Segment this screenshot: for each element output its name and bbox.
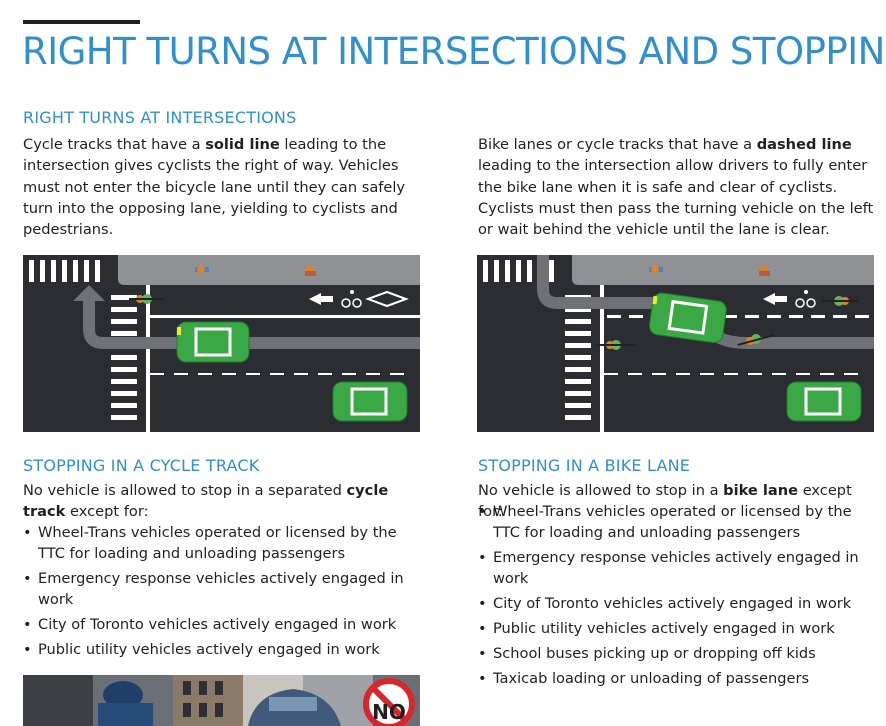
list-item: Emergency response vehicles actively eng…	[478, 547, 863, 590]
solid-line-paragraph: Cycle tracks that have a solid line lead…	[23, 136, 406, 239]
solid-line-diagram	[23, 255, 420, 432]
top-rule	[23, 20, 140, 24]
section-heading-right-turns: RIGHT TURNS AT INTERSECTIONS	[23, 108, 297, 127]
list-item: Public utility vehicles actively engaged…	[23, 639, 408, 661]
dashed-line-term: dashed line	[756, 136, 852, 153]
section-heading-bike-lane: STOPPING IN A BIKE LANE	[478, 456, 691, 475]
solid-line-term: solid line	[205, 136, 280, 153]
list-item: Taxicab loading or unloading of passenge…	[478, 668, 863, 690]
section-heading-cycle-track: STOPPING IN A CYCLE TRACK	[23, 456, 260, 475]
list-item: City of Toronto vehicles actively engage…	[23, 614, 408, 636]
dashed-line-diagram	[477, 255, 874, 432]
list-item: City of Toronto vehicles actively engage…	[478, 593, 863, 615]
street-photo: NO	[23, 675, 420, 726]
list-item: School buses picking up or dropping off …	[478, 643, 863, 665]
page-title: RIGHT TURNS AT INTERSECTIONS AND STOPPIN…	[22, 30, 886, 73]
cycle-track-exceptions: Wheel-Trans vehicles operated or license…	[23, 522, 408, 664]
no-sign-text: NO	[372, 700, 406, 724]
bike-lane-exceptions: Wheel-Trans vehicles operated or license…	[478, 501, 863, 693]
cycle-track-intro: No vehicle is allowed to stop in a separ…	[23, 482, 389, 521]
dashed-line-paragraph: Bike lanes or cycle tracks that have a d…	[478, 136, 874, 239]
list-item: Emergency response vehicles actively eng…	[23, 568, 408, 611]
bike-lane-term: bike lane	[723, 482, 799, 499]
list-item: Wheel-Trans vehicles operated or license…	[23, 522, 408, 565]
list-item: Public utility vehicles actively engaged…	[478, 618, 863, 640]
list-item: Wheel-Trans vehicles operated or license…	[478, 501, 863, 544]
cycle-track-term: cycle track	[23, 482, 389, 521]
